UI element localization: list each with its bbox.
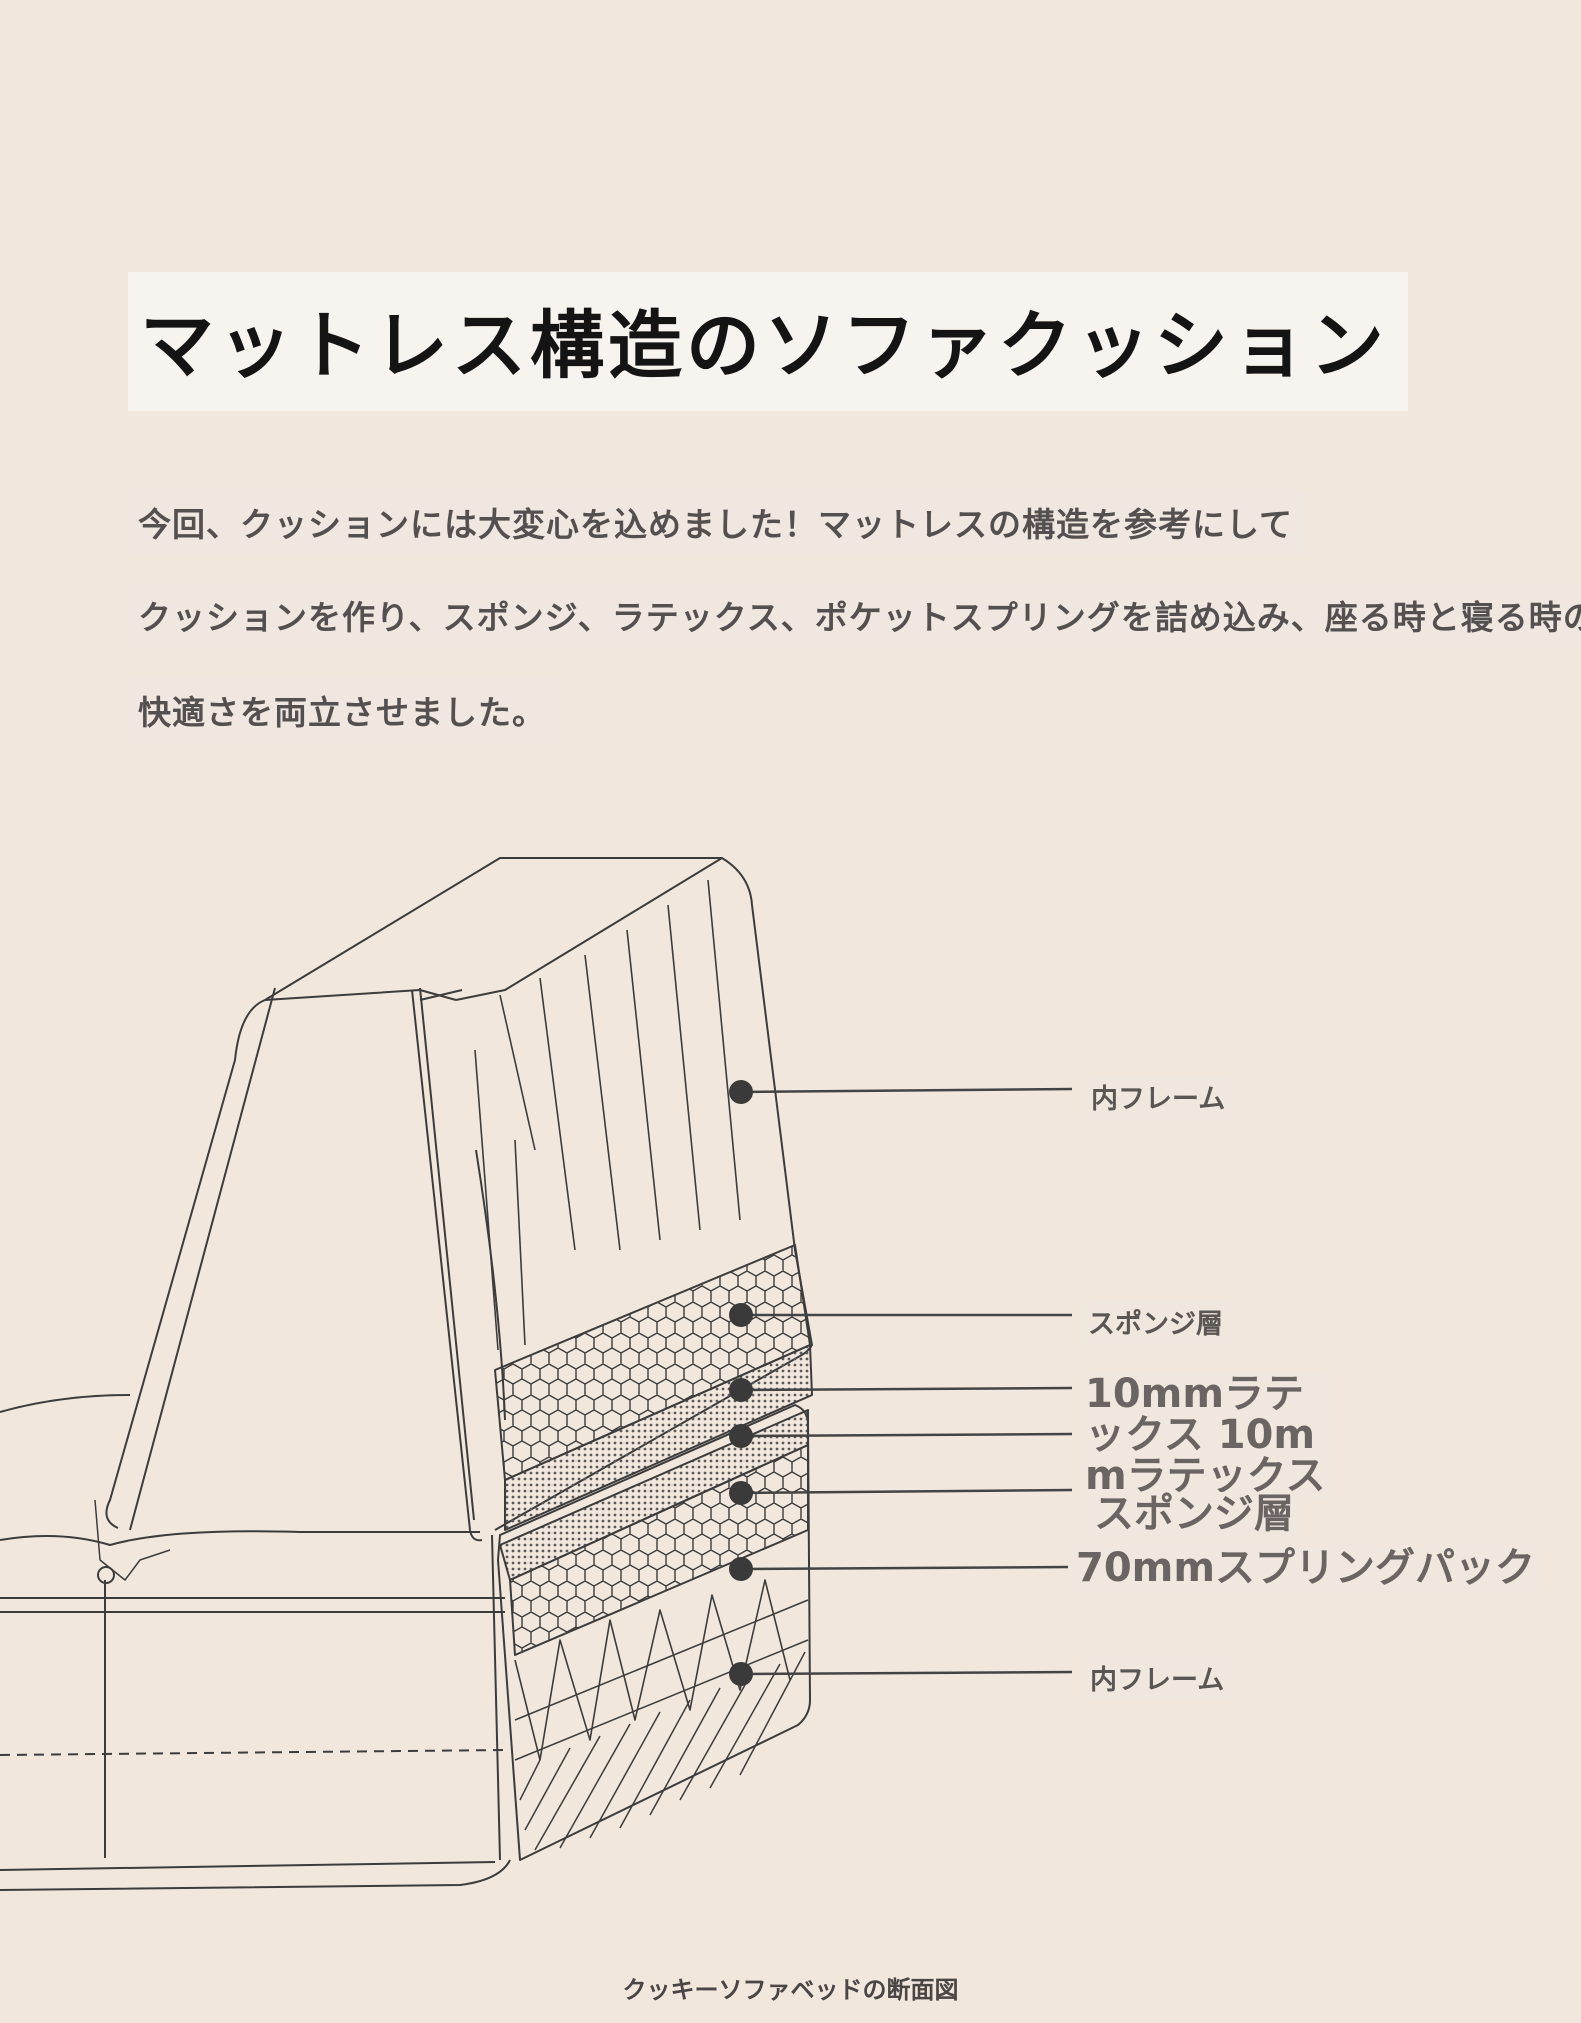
description-line-2: クッションを作り、スポンジ、ラテックス、ポケットスプリングを詰め込み、座る時と寝… — [128, 583, 1581, 647]
label-spring-pack: 70mmスプリングパック — [1068, 1546, 1544, 1591]
page-title: マットレス構造のソファクッション — [128, 272, 1408, 411]
label-latex-line-1: 10mmラテ — [1085, 1371, 1305, 1417]
marker-latex-1 — [729, 1378, 753, 1402]
label-inner-frame-bottom: 内フレーム — [1082, 1656, 1233, 1699]
label-latex: 10mmラテ ックス 10m mラテックス — [1077, 1371, 1334, 1499]
marker-sponge-2 — [729, 1481, 753, 1505]
diagram-caption: クッキーソファベッドの断面図 — [622, 1976, 959, 2004]
label-latex-line-3: mラテックス — [1085, 1453, 1326, 1499]
marker-latex-2 — [729, 1424, 753, 1448]
label-latex-line-2: ックス 10m — [1085, 1412, 1316, 1458]
marker-inner-frame-bottom — [729, 1662, 753, 1686]
description-line-3: 快適さを両立させました。 — [128, 678, 560, 742]
label-inner-frame-top: 内フレーム — [1083, 1075, 1234, 1118]
description-line-1: 今回、クッションには大変心を込めました！マットレスの構造を参考にして — [128, 490, 1308, 554]
label-sponge-layer-1: スポンジ層 — [1080, 1300, 1231, 1343]
marker-sponge-1 — [729, 1303, 753, 1327]
label-sponge-layer-2: スポンジ層 — [1086, 1492, 1302, 1537]
marker-spring-pack — [729, 1557, 753, 1581]
marker-inner-frame-top — [729, 1080, 753, 1104]
